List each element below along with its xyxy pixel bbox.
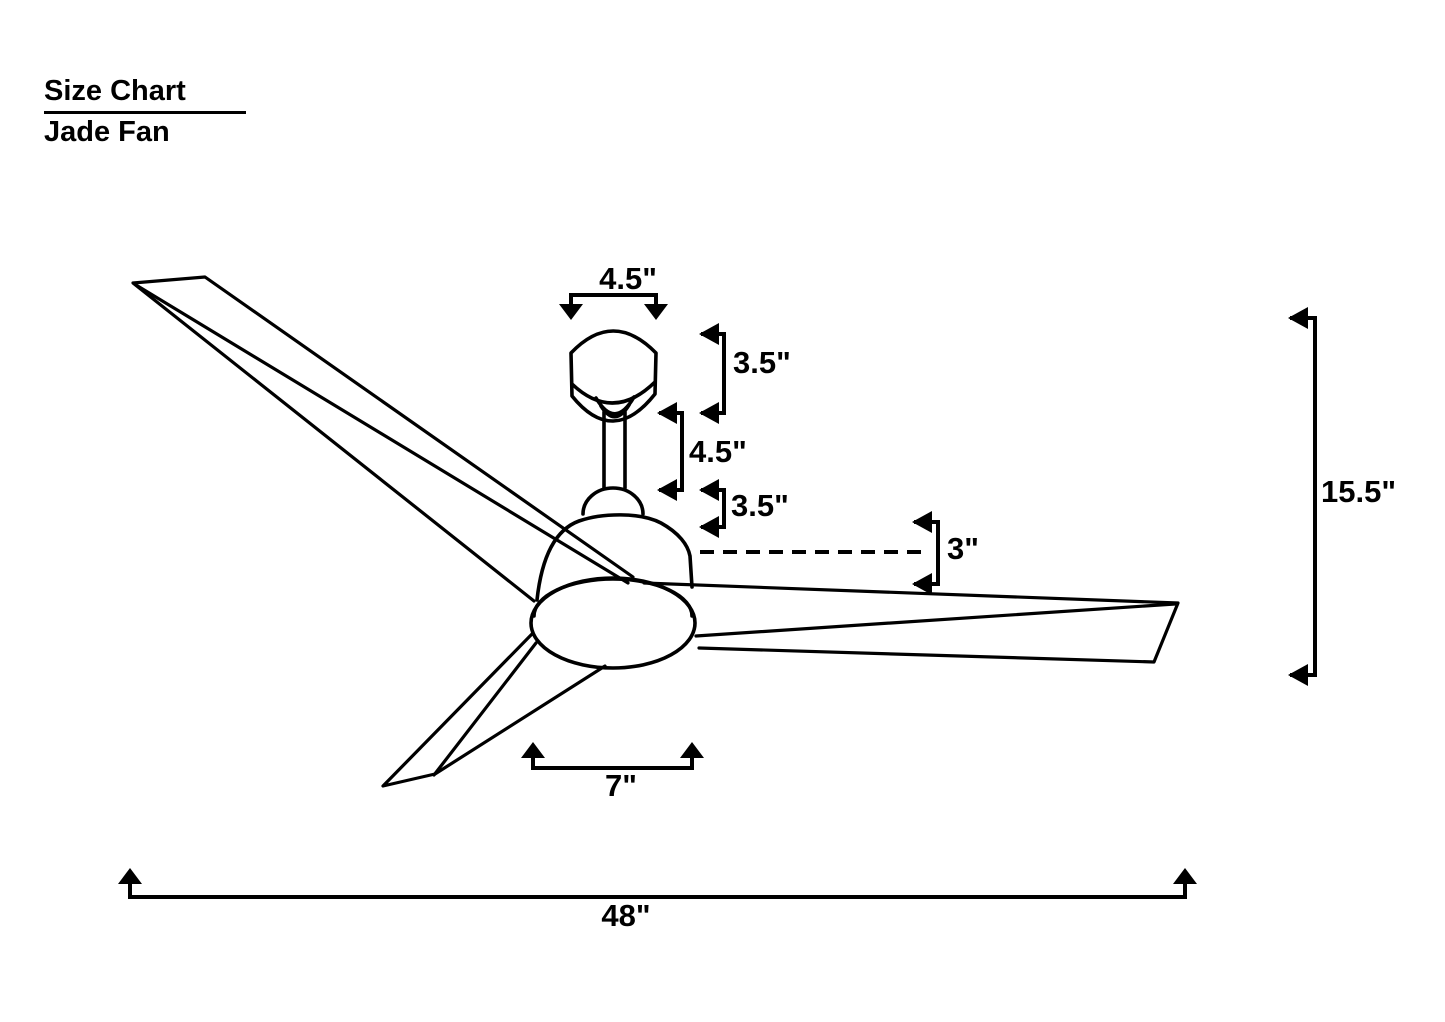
dim-motor-height: 3.5" — [699, 479, 789, 538]
dim-overall-height-label: 15.5" — [1321, 474, 1396, 509]
fan-drawing — [131, 275, 1180, 788]
title-block: Size Chart Jade Fan — [44, 75, 246, 149]
left-arrowhead — [699, 516, 719, 538]
dim-hub-width-label: 7" — [605, 768, 637, 803]
up-arrowhead — [521, 742, 545, 758]
hub-outline — [529, 576, 697, 670]
left-arrowhead — [657, 402, 677, 424]
blade-right-fold — [694, 602, 1177, 638]
blade-lower-left-fold — [432, 641, 538, 777]
blade-lower-left — [381, 632, 607, 788]
dim-hub-width: 7" — [521, 742, 704, 803]
collar-inner — [599, 403, 631, 419]
blade-upper-left-fold — [134, 283, 630, 585]
dim-downrod-length: 4.5" — [657, 402, 747, 501]
coupling-dome — [581, 486, 645, 516]
dim-blade-span-label: 48" — [601, 898, 650, 933]
dim-hub-width-bracket — [531, 746, 694, 770]
blade-upper-left — [131, 275, 635, 603]
dim-canopy-width-bracket — [569, 293, 658, 308]
page-title: Size Chart — [44, 75, 246, 114]
left-arrowhead — [657, 479, 677, 501]
dim-blade-offset: 3" — [700, 511, 979, 595]
left-arrowhead — [699, 402, 719, 424]
dim-blade-offset-label: 3" — [947, 531, 979, 566]
left-arrowhead — [1288, 664, 1308, 686]
left-arrowhead — [1288, 307, 1308, 329]
dim-blade-span-bracket — [128, 873, 1187, 899]
dim-canopy-width-label: 4.5" — [599, 261, 657, 296]
dim-blade-span: 48" — [118, 868, 1197, 933]
up-arrowhead — [680, 742, 704, 758]
downrod — [602, 410, 627, 490]
up-arrowhead — [118, 868, 142, 884]
dim-overall-height: 15.5" — [1288, 307, 1396, 686]
down-arrowhead — [644, 304, 668, 320]
left-arrowhead — [912, 511, 932, 533]
dim-motor-height-label: 3.5" — [731, 488, 789, 523]
canopy-outline — [569, 329, 658, 423]
dim-canopy-height-bracket — [701, 332, 726, 415]
up-arrowhead — [1173, 868, 1197, 884]
left-arrowhead — [699, 323, 719, 345]
page-subtitle: Jade Fan — [44, 115, 170, 148]
collar-outer — [594, 395, 636, 416]
dim-canopy-height: 3.5" — [699, 323, 791, 424]
dim-overall-height-bracket — [1290, 316, 1317, 677]
blade-right — [642, 581, 1180, 664]
down-arrowhead — [559, 304, 583, 320]
dim-canopy-width: 4.5" — [559, 261, 668, 320]
left-arrowhead — [699, 479, 719, 501]
dim-downrod-bracket — [659, 411, 684, 492]
left-arrowhead — [912, 573, 932, 595]
canopy-bottom-rim — [570, 380, 657, 405]
dim-canopy-height-label: 3.5" — [733, 345, 791, 380]
motor-housing — [535, 513, 694, 602]
dim-downrod-length-label: 4.5" — [689, 434, 747, 469]
